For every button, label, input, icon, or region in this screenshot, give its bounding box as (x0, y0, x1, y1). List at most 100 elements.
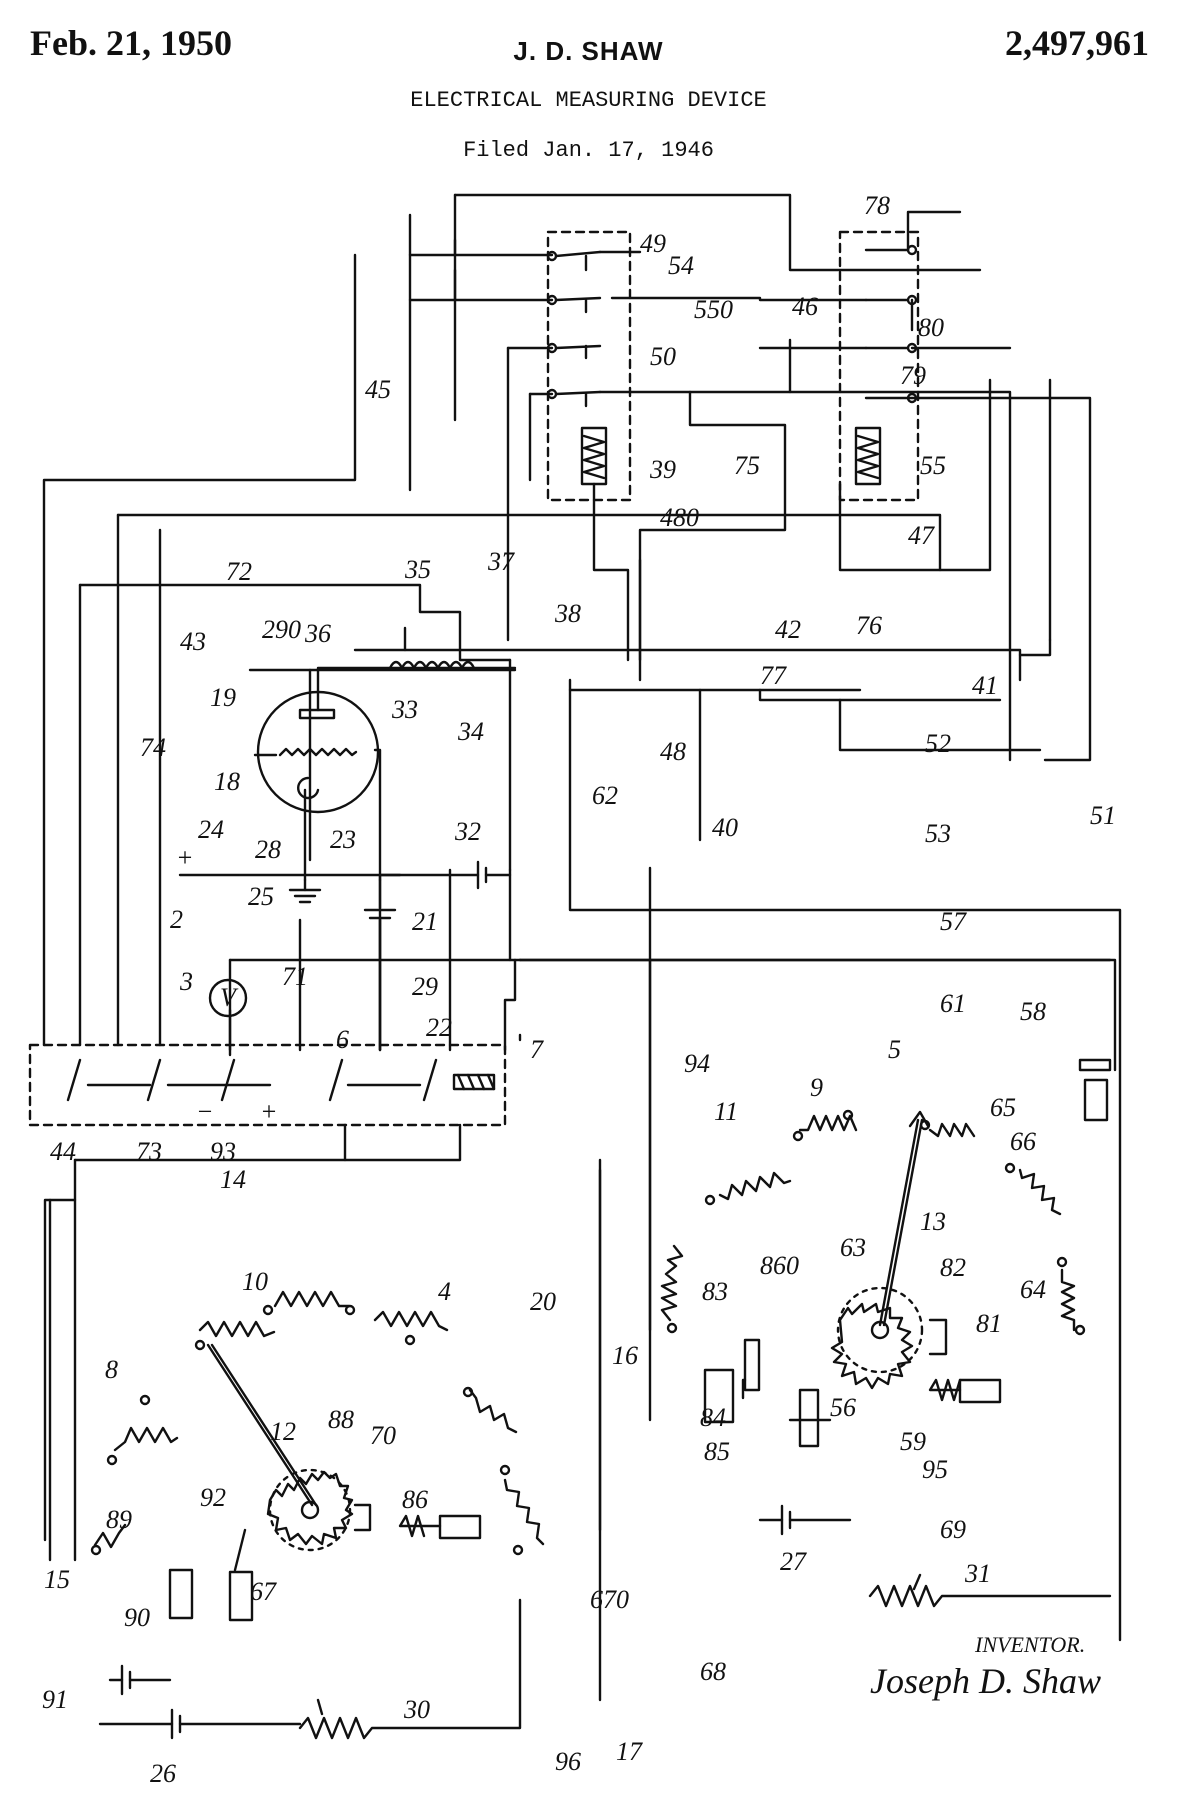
label-10: 10 (242, 1267, 268, 1296)
label-12: 12 (270, 1417, 296, 1446)
battery-27 (758, 1504, 852, 1536)
label-84: 84 (700, 1403, 726, 1432)
wiring (42, 193, 1122, 1702)
voltmeter-71 (208, 978, 248, 1018)
label-29: 29 (412, 972, 438, 1001)
label-43: 43 (180, 627, 206, 656)
label-91: 91 (42, 1685, 68, 1714)
battery-91 (108, 1664, 172, 1696)
patent-title: ELECTRICAL MEASURING DEVICE (410, 88, 767, 113)
label-89: 89 (106, 1505, 132, 1534)
label-26: 26 (150, 1759, 176, 1788)
label-5: 5 (888, 1035, 901, 1064)
label-72: 72 (226, 557, 252, 586)
relay-coil-55 (854, 426, 882, 486)
rheostat-31 (868, 1573, 1112, 1608)
label-550: 550 (694, 295, 733, 324)
inventor-signature: Joseph D. Shaw (870, 1661, 1101, 1701)
label-77: 77 (760, 661, 787, 690)
label-25: 25 (248, 882, 274, 911)
relay-box-left (546, 230, 632, 502)
vacuum-tube-19 (253, 666, 517, 882)
label-56: 56 (830, 1393, 856, 1422)
label-58: 58 (1020, 997, 1046, 1026)
label-36: 36 (304, 619, 331, 648)
reference-labels: 2 3 4 5 6 7 8 9 10 11 12 13 14 15 16 17 … (42, 191, 1116, 1788)
label-57: 57 (940, 907, 967, 936)
switch-bank-box (28, 1043, 507, 1127)
label-22: 22 (426, 1013, 452, 1042)
solenoids (168, 1058, 1112, 1622)
patent-number: 2,497,961 (1005, 23, 1149, 63)
rheostat-dial-5 (660, 1109, 1086, 1390)
label-50: 50 (650, 342, 676, 371)
label-96: 96 (555, 1747, 581, 1776)
label-39: 39 (649, 455, 676, 484)
label-53: 53 (925, 819, 951, 848)
label-290: 290 (262, 615, 301, 644)
relay-box-right (838, 230, 920, 502)
label-44: 44 (50, 1137, 76, 1166)
inductor-33-34 (388, 660, 476, 670)
relay-coil-39 (580, 426, 608, 486)
label-75: 75 (734, 451, 760, 480)
voltmeter-v-label: V (220, 983, 239, 1012)
label-33: 33 (391, 695, 418, 724)
label-15: 15 (44, 1565, 70, 1594)
label-7: 7 (530, 1035, 544, 1064)
label-plus-93: + (260, 1097, 278, 1126)
label-86: 86 (402, 1485, 428, 1514)
label-45: 45 (365, 375, 391, 404)
label-69: 69 (940, 1515, 966, 1544)
label-670: 670 (590, 1585, 629, 1614)
label-70: 70 (370, 1421, 396, 1450)
label-37: 37 (487, 547, 515, 576)
battery-21 (363, 878, 397, 1052)
label-19: 19 (210, 683, 236, 712)
label-95: 95 (922, 1455, 948, 1484)
label-79: 79 (900, 361, 926, 390)
label-860: 860 (760, 1251, 799, 1280)
label-55: 55 (920, 451, 946, 480)
label-52: 52 (925, 729, 951, 758)
label-66: 66 (1010, 1127, 1036, 1156)
label-32: 32 (454, 817, 481, 846)
patent-date: Feb. 21, 1950 (30, 23, 232, 63)
label-2: 2 (170, 905, 183, 934)
label-68: 68 (700, 1657, 726, 1686)
label-65: 65 (990, 1093, 1016, 1122)
label-21: 21 (412, 907, 438, 936)
relay-contacts-left (546, 250, 602, 408)
label-8: 8 (105, 1355, 118, 1384)
label-51: 51 (1090, 801, 1116, 830)
label-9: 9 (810, 1073, 823, 1102)
battery-32 (378, 860, 512, 890)
label-81: 81 (976, 1309, 1002, 1338)
label-17: 17 (616, 1737, 643, 1766)
battery-26 (98, 1708, 302, 1740)
rheostat-dial-4 (90, 1290, 545, 1556)
label-49: 49 (640, 229, 666, 258)
label-3: 3 (179, 967, 193, 996)
label-80: 80 (918, 313, 944, 342)
label-38: 38 (554, 599, 581, 628)
label-13: 13 (920, 1207, 946, 1236)
label-46: 46 (792, 292, 818, 321)
label-4: 4 (438, 1277, 451, 1306)
label-83: 83 (702, 1277, 728, 1306)
label-54: 54 (668, 251, 694, 280)
label-73: 73 (136, 1137, 162, 1166)
label-67: 67 (250, 1577, 277, 1606)
label-16: 16 (612, 1341, 638, 1370)
label-24: 24 (198, 815, 224, 844)
inventor-name: J. D. SHAW (513, 36, 664, 66)
label-92: 92 (200, 1483, 226, 1512)
label-62: 62 (592, 781, 618, 810)
label-42: 42 (775, 615, 801, 644)
label-63: 63 (840, 1233, 866, 1262)
label-35: 35 (404, 555, 431, 584)
label-14: 14 (220, 1165, 246, 1194)
label-64: 64 (1020, 1275, 1046, 1304)
label-93: 93 (210, 1137, 236, 1166)
